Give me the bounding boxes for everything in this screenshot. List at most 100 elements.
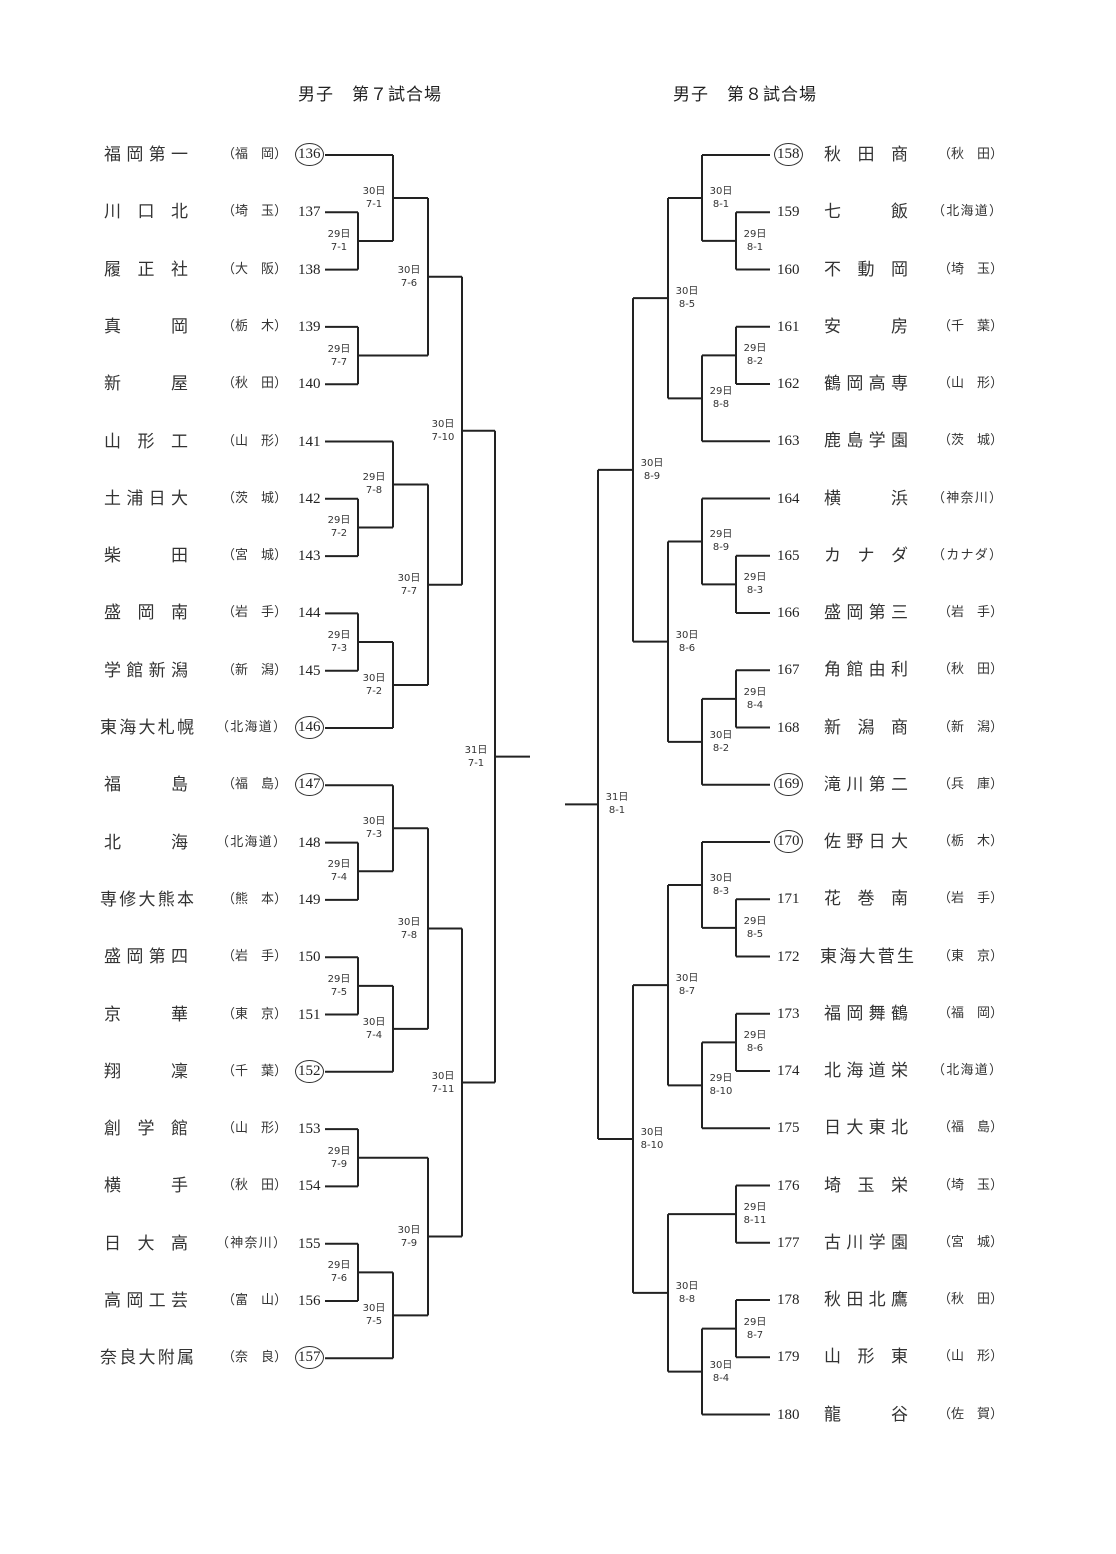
match-code: 8-3 — [712, 885, 730, 897]
team-name: 京華 — [104, 1004, 188, 1025]
match-day: 30日 — [709, 1359, 733, 1371]
match-code: 7-9 — [400, 1237, 418, 1249]
match-code: 7-8 — [400, 929, 418, 941]
seeded-draw-number: 169 — [774, 772, 803, 796]
team-name: 福岡舞鶴 — [824, 1003, 908, 1024]
prefecture: （神奈川） — [216, 1235, 286, 1251]
seeded-draw-number: 147 — [295, 773, 324, 797]
draw-number: 139 — [298, 318, 321, 335]
prefecture: （茨 城） — [938, 433, 1004, 449]
prefecture: （福 岡） — [938, 1005, 1004, 1021]
match-day: 30日 — [675, 629, 699, 641]
team-name: 盛岡南 — [104, 603, 188, 624]
draw-number: 143 — [298, 548, 321, 565]
match-day: 30日 — [675, 286, 699, 298]
prefecture: （山 形） — [938, 1349, 1004, 1365]
draw-number: 179 — [777, 1349, 800, 1366]
match-day: 29日 — [327, 859, 351, 871]
prefecture: （山 形） — [222, 433, 288, 449]
prefecture: （新 潟） — [938, 719, 1004, 735]
match-day: 30日 — [675, 973, 699, 985]
match-day: 30日 — [640, 457, 664, 469]
team-name: 埼玉栄 — [824, 1175, 908, 1196]
team-name: カナダ — [824, 545, 908, 566]
draw-number: 163 — [777, 433, 800, 450]
match-code: 7-7 — [400, 585, 418, 597]
draw-number: 178 — [777, 1292, 800, 1308]
prefecture: （岩 手） — [938, 891, 1004, 907]
prefecture: （茨 城） — [222, 490, 288, 506]
team-name: 土浦日大 — [104, 488, 188, 509]
prefecture: （秋 田） — [222, 1178, 288, 1194]
prefecture: （兵 庫） — [938, 776, 1004, 792]
match-code: 8-10 — [709, 1086, 733, 1098]
match-day: 30日 — [431, 418, 455, 430]
draw-number: 171 — [777, 891, 800, 908]
team-name: 福岡第一 — [104, 145, 188, 165]
team-name: 秋田商 — [824, 145, 908, 165]
draw-number: 166 — [777, 605, 800, 621]
team-name: 柴田 — [104, 546, 188, 567]
prefecture: （北海道） — [216, 834, 286, 850]
prefecture: （千 葉） — [222, 1063, 288, 1079]
team-name: 秋田北鷹 — [824, 1290, 908, 1310]
match-day: 29日 — [327, 515, 351, 527]
match-day: 29日 — [327, 1145, 351, 1157]
team-name: 創学館 — [104, 1119, 188, 1140]
draw-number: 161 — [777, 318, 800, 335]
team-name: 日大東北 — [824, 1118, 908, 1139]
prefecture: （東 京） — [222, 1006, 288, 1022]
prefecture: （岩 手） — [222, 949, 288, 965]
team-name: 東海大菅生 — [820, 946, 914, 967]
match-code: 7-1 — [467, 757, 485, 769]
prefecture: （福 岡） — [222, 147, 288, 162]
match-day: 30日 — [397, 1224, 421, 1236]
match-code: 8-2 — [746, 356, 764, 368]
draw-number: 153 — [298, 1121, 321, 1138]
match-day: 29日 — [709, 386, 733, 398]
team-name: 専修大熊本 — [100, 889, 194, 910]
draw-number: 150 — [298, 949, 321, 966]
prefecture: （山 形） — [222, 1121, 288, 1137]
prefecture: （宮 城） — [938, 1234, 1004, 1250]
match-code: 7-3 — [330, 643, 348, 655]
team-name: 真岡 — [104, 316, 188, 337]
draw-number: 142 — [298, 490, 321, 507]
prefecture: （栃 木） — [222, 318, 288, 334]
match-day: 29日 — [709, 529, 733, 541]
match-day: 30日 — [675, 1280, 699, 1292]
match-day: 29日 — [743, 228, 767, 240]
team-name: 佐野日大 — [824, 832, 908, 852]
match-day: 30日 — [397, 264, 421, 276]
team-name: 山形東 — [824, 1347, 908, 1368]
court-7-title: 男子 第７試合場 — [298, 85, 442, 105]
prefecture: （岩 手） — [222, 605, 288, 621]
draw-number: 165 — [777, 547, 800, 564]
prefecture: （埼 玉） — [222, 204, 288, 220]
match-day: 31日 — [464, 744, 488, 756]
match-day: 30日 — [362, 1016, 386, 1028]
team-name: 高岡工芸 — [104, 1291, 188, 1311]
match-day: 29日 — [743, 343, 767, 355]
